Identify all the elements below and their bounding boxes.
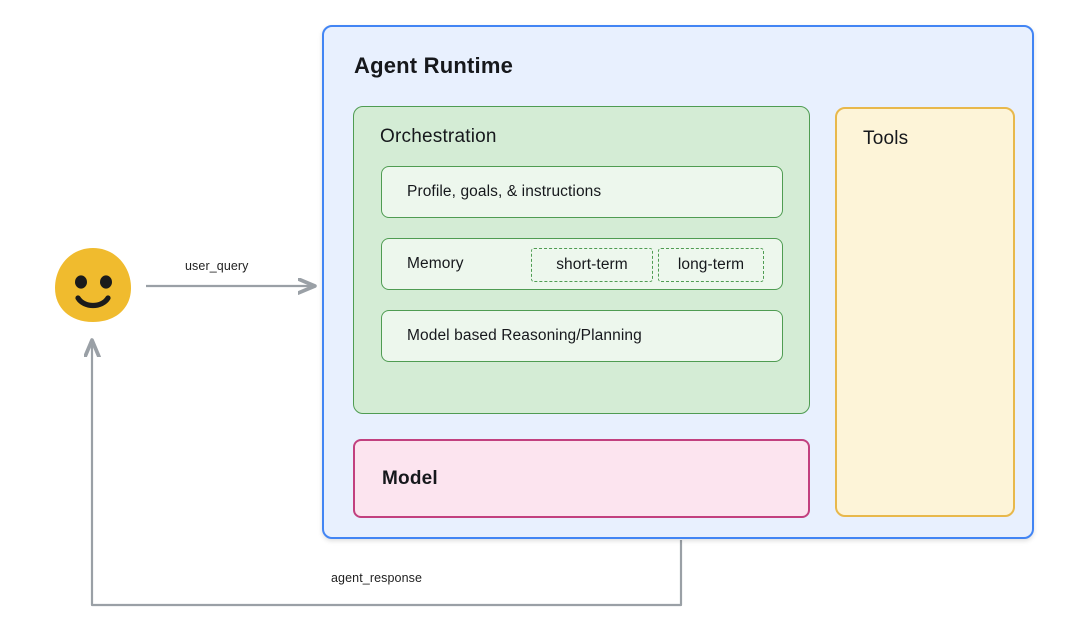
memory-chip-long-term: long-term	[658, 248, 764, 282]
agent-runtime-container: Agent Runtime Orchestration Profile, goa…	[322, 25, 1034, 539]
orchestration-row-profile: Profile, goals, & instructions	[381, 166, 783, 218]
tools-title: Tools	[863, 128, 909, 149]
model-title: Model	[382, 467, 438, 489]
orchestration-row-planning-label: Model based Reasoning/Planning	[407, 327, 642, 344]
orchestration-title: Orchestration	[380, 126, 497, 147]
orchestration-row-memory-label: Memory	[407, 255, 464, 272]
edge-label-agent-response: agent_response	[331, 571, 423, 585]
memory-chip-short-term: short-term	[531, 248, 653, 282]
agent-runtime-title: Agent Runtime	[354, 53, 514, 78]
model-container: Model	[353, 439, 810, 518]
user-avatar-icon	[55, 248, 131, 322]
edge-label-user-query: user_query	[185, 259, 249, 273]
orchestration-container: Orchestration Profile, goals, & instruct…	[353, 106, 810, 414]
tools-container: Tools	[835, 107, 1015, 517]
orchestration-row-memory: Memory short-term long-term	[381, 238, 783, 290]
orchestration-row-planning: Model based Reasoning/Planning	[381, 310, 783, 362]
orchestration-row-profile-label: Profile, goals, & instructions	[407, 183, 602, 200]
